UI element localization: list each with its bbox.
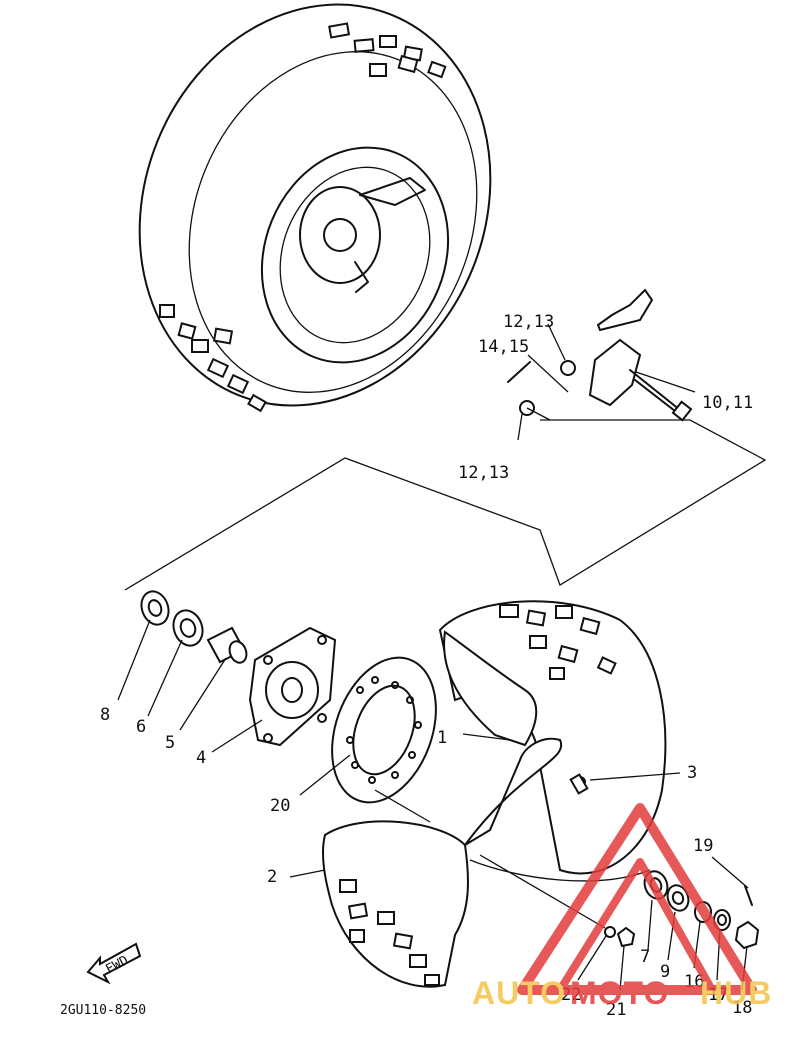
callout-4: 4	[196, 748, 206, 768]
watermark-part-hub: HUB	[700, 975, 772, 1011]
steering-knuckle-illustration	[507, 288, 693, 422]
callout-21: 21	[606, 1000, 626, 1020]
exploded-view-boundary	[124, 419, 767, 591]
automotohub-watermark-logo: AUTO MOTO HUB	[472, 803, 772, 1011]
callout-6: 6	[136, 717, 146, 737]
callout-19: 19	[693, 836, 713, 856]
callout-12-13-top: 12,13	[503, 312, 554, 332]
callout-2: 2	[267, 867, 277, 887]
hub-seal-bearing-collar-illustration	[140, 590, 248, 664]
callout-5: 5	[165, 733, 175, 753]
callout-12-13-bottom: 12,13	[458, 463, 509, 483]
leader-lines	[117, 323, 749, 991]
callout-7: 7	[640, 947, 650, 967]
diagram-code: 2GU110-8250	[60, 1003, 146, 1018]
callout-9: 9	[660, 962, 670, 982]
watermark-part-auto: AUTO	[472, 975, 566, 1011]
watermark-part-moto: MOTO	[570, 975, 669, 1011]
inner-rim-illustration	[322, 737, 651, 988]
callout-20: 20	[270, 796, 290, 816]
wheel-hub-illustration	[248, 626, 337, 747]
brake-disc-illustration	[331, 656, 437, 804]
callout-8: 8	[100, 705, 110, 725]
forward-direction-arrow: FWD	[86, 942, 142, 985]
callout-14-15: 14,15	[478, 337, 529, 357]
callout-3: 3	[687, 763, 697, 783]
callout-1: 1	[437, 728, 447, 748]
assembled-wheel-illustration	[138, 3, 492, 413]
callout-18: 18	[732, 998, 752, 1018]
callout-10-11: 10,11	[702, 393, 753, 413]
